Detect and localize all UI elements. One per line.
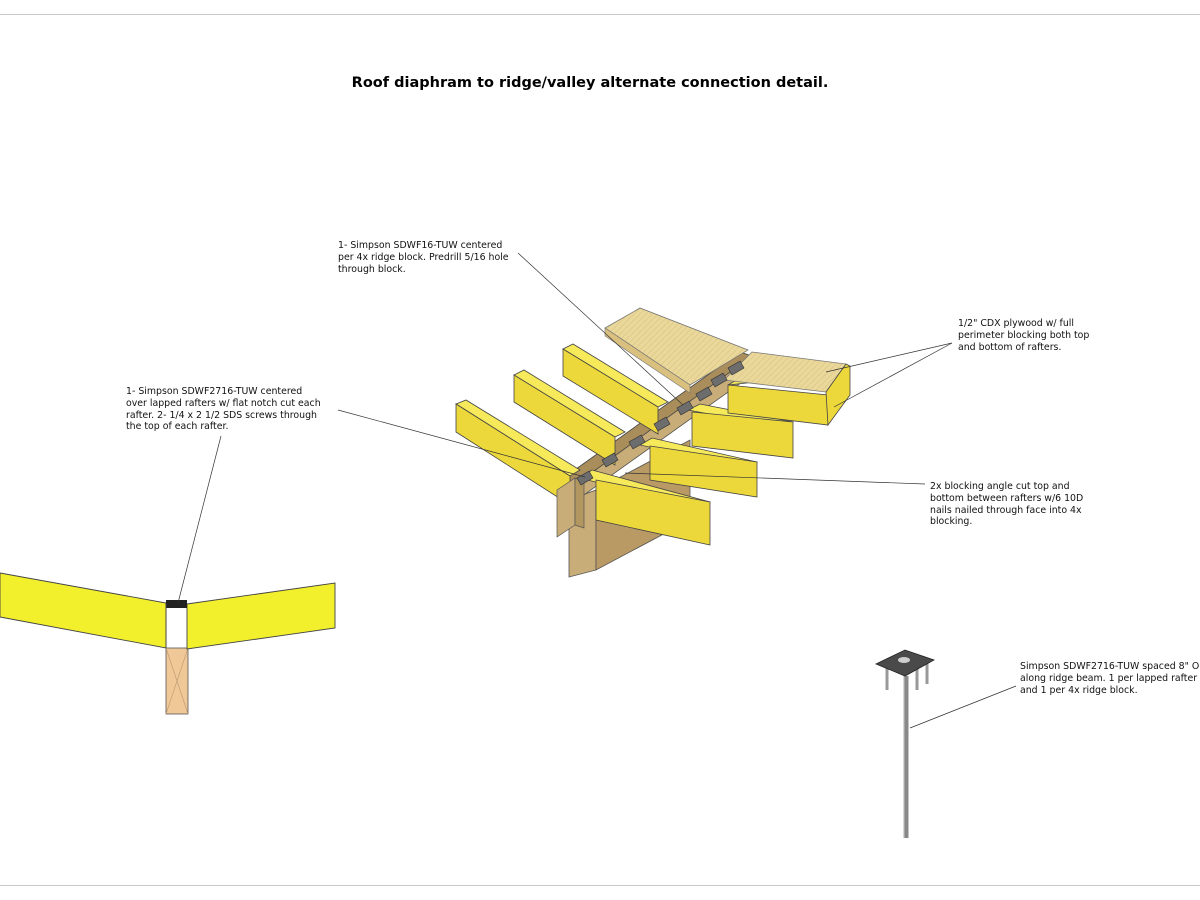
note-lapped-rafter-connector: 1- Simpson SDWF2716-TUW centered over la… — [126, 386, 321, 433]
note-ridge-block-connector: 1- Simpson SDWF16-TUW centered per 4x ri… — [338, 240, 509, 275]
sheet-border-top — [0, 14, 1200, 15]
leader-lapped-section — [177, 435, 222, 604]
leader-plywood-b — [833, 342, 953, 408]
sheet-border-bottom — [0, 885, 1200, 886]
section-post — [165, 647, 189, 715]
leader-plywood-a — [825, 342, 953, 373]
rafters-right — [579, 366, 851, 546]
leader-ridge-block — [517, 252, 684, 406]
note-plywood: 1/2" CDX plywood w/ full perimeter block… — [958, 318, 1090, 353]
leader-blocking — [624, 472, 926, 485]
connector-hardware — [875, 649, 935, 838]
ridge-connector-plates — [576, 360, 745, 486]
leader-lines — [177, 252, 1017, 729]
section-view — [0, 572, 336, 715]
rafters-left — [455, 343, 669, 506]
section-rafter-left — [0, 572, 167, 649]
section-rafter-right — [186, 582, 336, 650]
connector-washer-plate — [875, 649, 935, 677]
section-notch-connector — [166, 600, 187, 608]
ridge-blocking — [556, 477, 585, 538]
leader-lapped-iso — [337, 409, 586, 478]
isometric-assembly — [455, 307, 851, 578]
note-blocking: 2x blocking angle cut top and bottom bet… — [930, 481, 1084, 528]
leader-spacing — [909, 685, 1017, 729]
note-connector-spacing: Simpson SDWF2716-TUW spaced 8" O along r… — [1020, 661, 1200, 696]
drawing-title: Roof diaphram to ridge/valley alternate … — [351, 75, 829, 91]
